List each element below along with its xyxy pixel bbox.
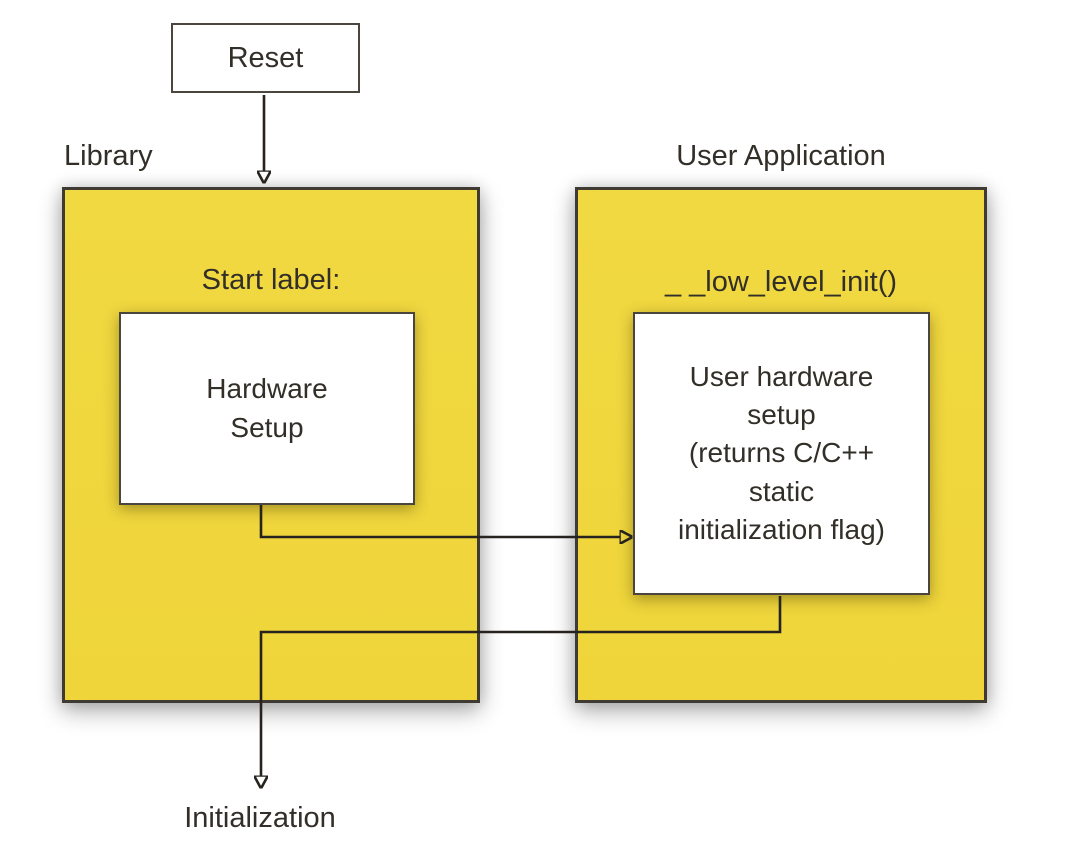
hardware-setup-label: Hardware Setup [206, 372, 328, 443]
library-title: Library [64, 140, 153, 172]
reset-box: Reset [171, 23, 360, 93]
user-hardware-setup-box: User hardware setup (returns C/C++ stati… [633, 312, 930, 595]
user-hardware-setup-label: User hardware setup (returns C/C++ stati… [678, 361, 885, 545]
user-application-title: User Application [676, 140, 886, 172]
low-level-init-caption: _ _low_level_init() [664, 266, 898, 298]
initialization-label: Initialization [184, 802, 336, 834]
start-label-caption: Start label: [201, 264, 341, 296]
hardware-setup-box: Hardware Setup [119, 312, 415, 505]
reset-label: Reset [227, 41, 304, 74]
